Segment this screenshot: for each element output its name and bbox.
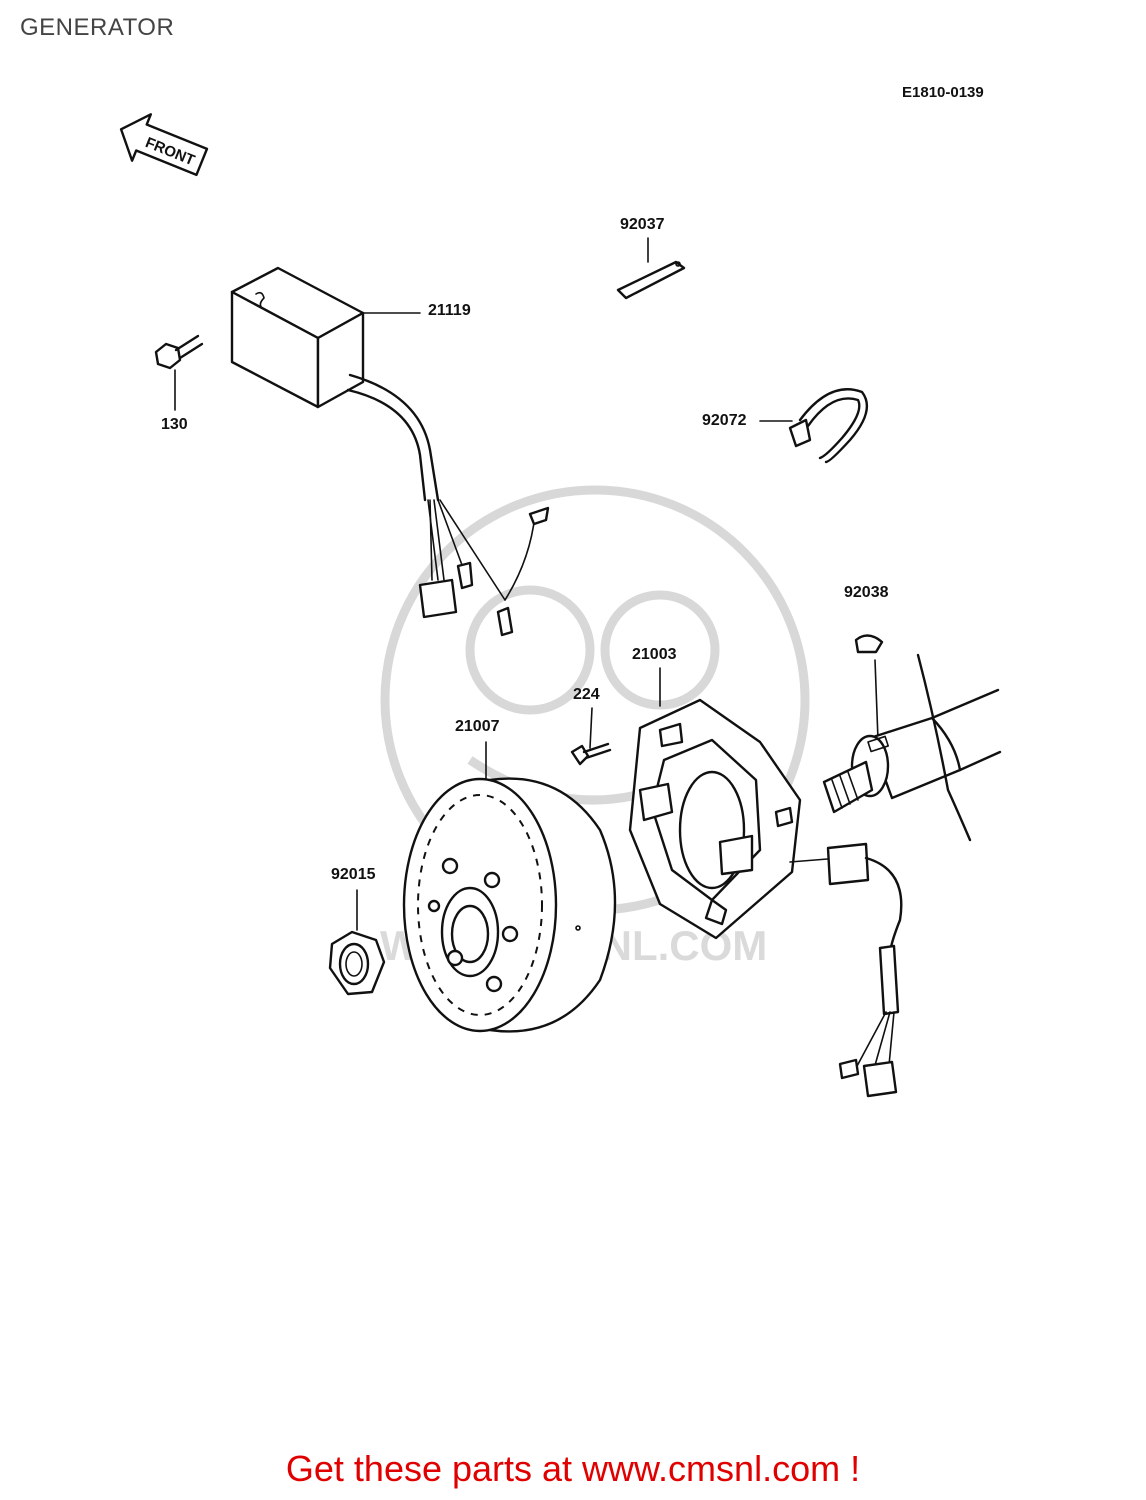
part-21119-cdi-unit: [230, 266, 550, 637]
part-92038-key: [854, 634, 884, 741]
callout-130: 130: [161, 416, 188, 433]
callout-21003: 21003: [632, 646, 677, 663]
diagram-code: E1810-0139: [902, 84, 984, 101]
part-130-bolt: [154, 334, 204, 411]
page-title: GENERATOR: [20, 14, 175, 41]
callout-224: 224: [573, 686, 600, 703]
callout-21007: 21007: [455, 718, 500, 735]
callout-92072: 92072: [702, 412, 747, 429]
part-21003-stator: [628, 667, 903, 1098]
footer-link[interactable]: Get these parts at www.cmsnl.com !: [285, 1448, 861, 1489]
crankshaft: [822, 653, 1002, 842]
callout-92015: 92015: [331, 866, 376, 883]
callout-21119: 21119: [428, 302, 471, 319]
callout-92037: 92037: [620, 216, 665, 233]
front-arrow-icon: FRONT: [119, 113, 209, 177]
callout-92038: 92038: [844, 584, 889, 601]
part-92037-band: [616, 237, 686, 300]
part-92072-clamp: [759, 388, 869, 464]
part-92015-nut: [328, 889, 386, 996]
part-224-screw: [570, 707, 612, 766]
part-21007-rotor: [402, 741, 617, 1033]
